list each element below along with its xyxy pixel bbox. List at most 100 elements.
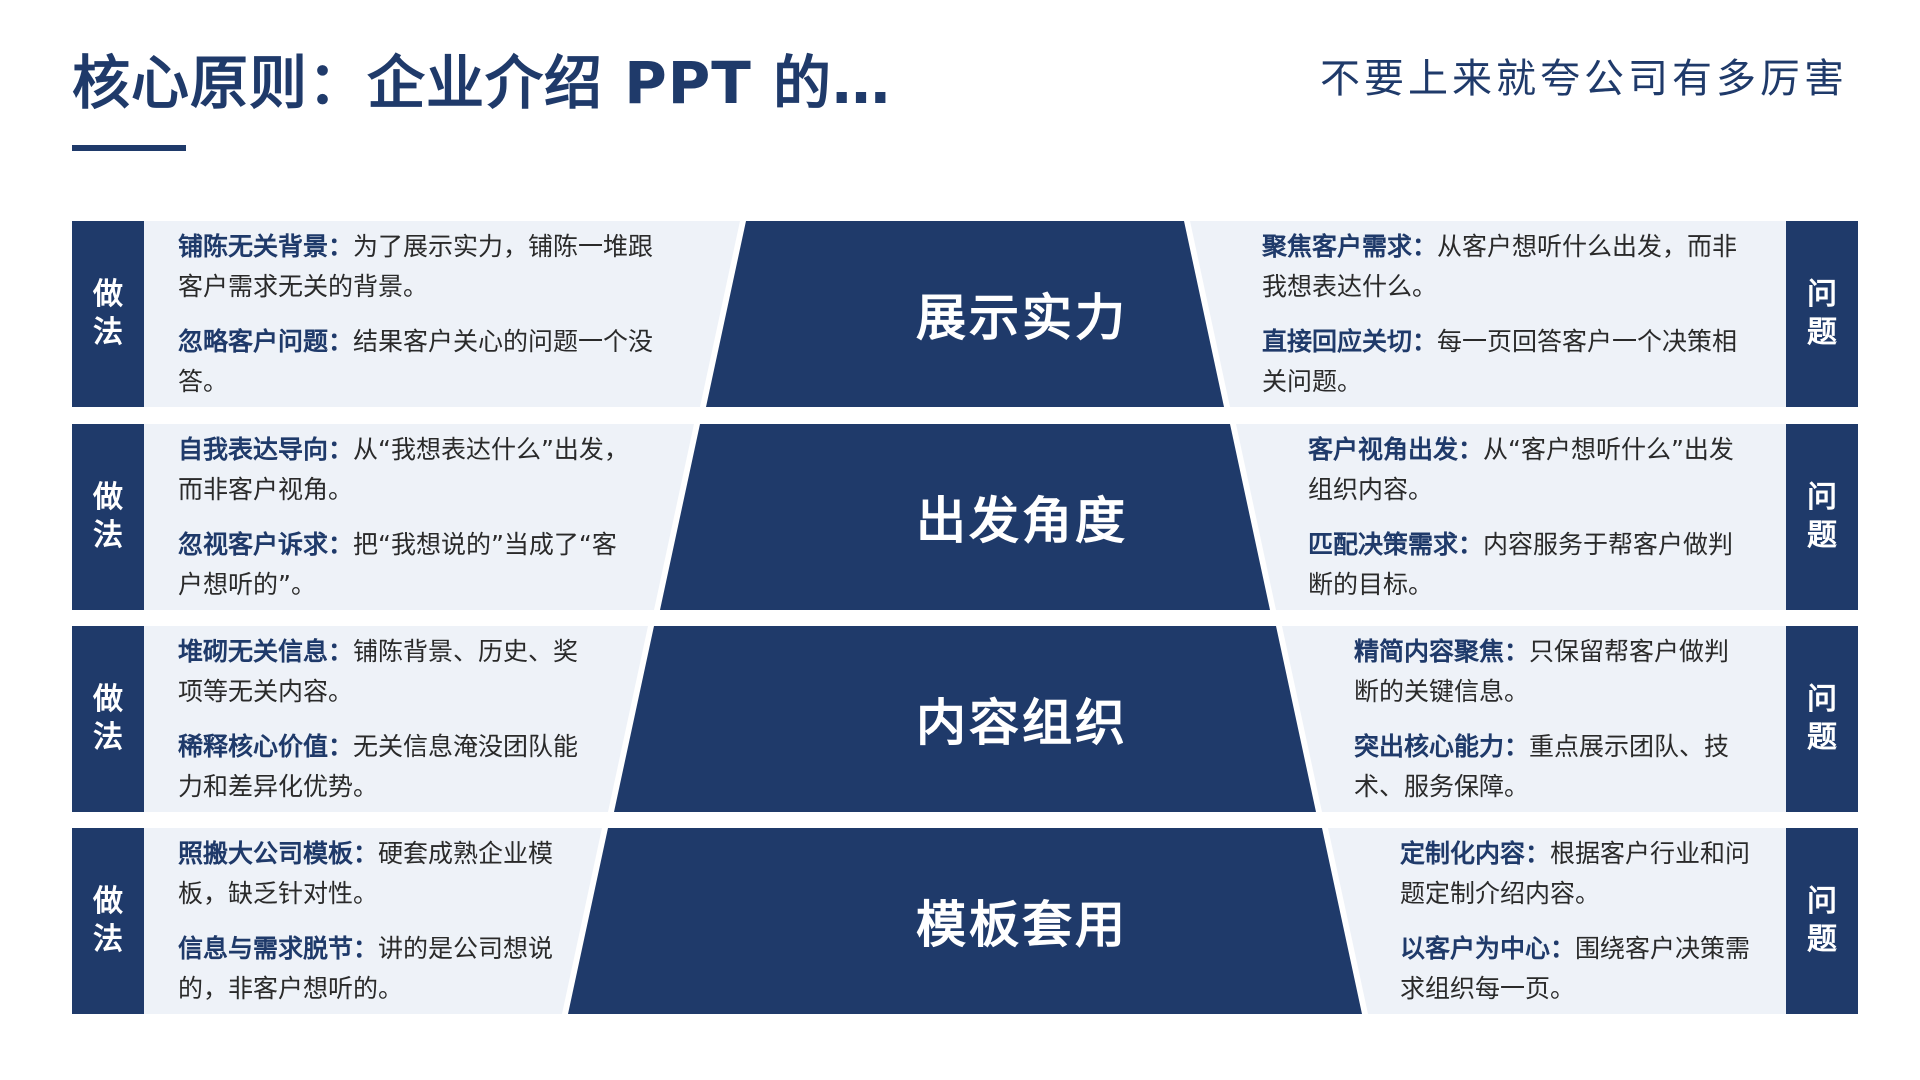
method-item: 铺陈无关背景：为了展示实力，铺陈一堆跟客户需求无关的背景。 bbox=[178, 227, 678, 307]
method-item: 信息与需求脱节：讲的是公司想说的，非客户想听的。 bbox=[178, 929, 558, 1009]
method-tag: 做 法 bbox=[72, 626, 144, 812]
method-item-title: 自我表达导向： bbox=[178, 435, 354, 464]
method-items: 铺陈无关背景：为了展示实力，铺陈一堆跟客户需求无关的背景。 忽略客户问题：结果客… bbox=[178, 221, 678, 407]
problem-items: 客户视角出发：从“客户想听什么”出发组织内容。 匹配决策需求：内容服务于帮客户做… bbox=[1308, 424, 1752, 610]
method-item-title: 堆砌无关信息： bbox=[178, 637, 354, 666]
method-item-text: 为了展示实力，铺陈一堆跟客户需求无关的背景。 bbox=[178, 232, 654, 301]
title-underline bbox=[72, 145, 186, 151]
center-band-svg bbox=[700, 221, 1230, 407]
problem-panel bbox=[1126, 221, 1786, 407]
problem-item-title: 精简内容聚焦： bbox=[1354, 637, 1530, 666]
method-item: 照搬大公司模板：硬套成熟企业模板，缺乏针对性。 bbox=[178, 834, 558, 914]
method-item-title: 忽视客户诉求： bbox=[178, 530, 354, 559]
problem-item-text: 从“客户想听什么”出发组织内容。 bbox=[1308, 435, 1734, 504]
problem-tag-char: 问 bbox=[1807, 682, 1837, 717]
center-band bbox=[706, 221, 1224, 407]
center-title: 内容组织 bbox=[916, 694, 1128, 752]
problem-item: 突出核心能力：重点展示团队、技术、服务保障。 bbox=[1354, 727, 1754, 807]
center-band-svg bbox=[562, 828, 1368, 1014]
method-item: 堆砌无关信息：铺陈背景、历史、奖项等无关内容。 bbox=[178, 632, 598, 712]
method-item: 忽视客户诉求：把“我想说的”当成了“客户想听的”。 bbox=[178, 525, 638, 605]
method-panel bbox=[144, 221, 804, 407]
center-band-svg bbox=[654, 424, 1276, 610]
method-item-text: 把“我想说的”当成了“客户想听的”。 bbox=[178, 530, 617, 599]
method-tag-char: 做 bbox=[93, 682, 123, 717]
problem-item-text: 根据客户行业和问题定制介绍内容。 bbox=[1400, 839, 1751, 908]
center-band-svg bbox=[608, 626, 1322, 812]
problem-tag-char: 题 bbox=[1807, 315, 1837, 350]
problem-item: 客户视角出发：从“客户想听什么”出发组织内容。 bbox=[1308, 430, 1752, 510]
comparison-row: 做 法 展示实力 铺陈无关背景：为了展示实力，铺陈一堆跟客户需求无关的背景。 忽… bbox=[72, 221, 1858, 407]
method-item-text: 讲的是公司想说的，非客户想听的。 bbox=[178, 934, 554, 1003]
comparison-row: 做 法 模板套用 照搬大公司模板：硬套成熟企业模板，缺乏针对性。 信息与需求脱节… bbox=[72, 828, 1858, 1014]
problem-tag: 问 题 bbox=[1786, 626, 1858, 812]
method-tag: 做 法 bbox=[72, 424, 144, 610]
method-item-title: 照搬大公司模板： bbox=[178, 839, 379, 868]
problem-tag-char: 问 bbox=[1807, 480, 1837, 515]
problem-item-title: 直接回应关切： bbox=[1262, 327, 1438, 356]
center-band bbox=[660, 424, 1270, 610]
method-item-title: 稀释核心价值： bbox=[178, 732, 354, 761]
problem-item-text: 每一页回答客户一个决策相关问题。 bbox=[1262, 327, 1738, 396]
problem-item-title: 客户视角出发： bbox=[1308, 435, 1484, 464]
problem-tag: 问 题 bbox=[1786, 221, 1858, 407]
problem-item-title: 聚焦客户需求： bbox=[1262, 232, 1438, 261]
method-panel bbox=[144, 424, 759, 610]
comparison-row: 做 法 出发角度 自我表达导向：从“我想表达什么”出发，而非客户视角。 忽视客户… bbox=[72, 424, 1858, 610]
method-tag-char: 法 bbox=[93, 518, 123, 553]
method-item-text: 铺陈背景、历史、奖项等无关内容。 bbox=[178, 637, 579, 706]
problem-item-title: 匹配决策需求： bbox=[1308, 530, 1484, 559]
center-title: 出发角度 bbox=[916, 492, 1128, 550]
method-items: 堆砌无关信息：铺陈背景、历史、奖项等无关内容。 稀释核心价值：无关信息淹没团队能… bbox=[178, 626, 598, 812]
page-title: 核心原则：企业介绍 PPT 的… bbox=[72, 49, 891, 117]
center-title: 展示实力 bbox=[916, 289, 1128, 347]
method-tag-char: 法 bbox=[93, 315, 123, 350]
problem-tag-char: 问 bbox=[1807, 277, 1837, 312]
method-item-text: 硬套成熟企业模板，缺乏针对性。 bbox=[178, 839, 554, 908]
problem-item-text: 从客户想听什么出发，而非我想表达什么。 bbox=[1262, 232, 1738, 301]
method-item-text: 结果客户关心的问题一个没答。 bbox=[178, 327, 654, 396]
method-item: 忽略客户问题：结果客户关心的问题一个没答。 bbox=[178, 322, 678, 402]
center-title: 模板套用 bbox=[916, 896, 1128, 954]
comparison-row: 做 法 内容组织 堆砌无关信息：铺陈背景、历史、奖项等无关内容。 稀释核心价值：… bbox=[72, 626, 1858, 812]
problem-tag-char: 问 bbox=[1807, 884, 1837, 919]
method-item-text: 无关信息淹没团队能力和差异化优势。 bbox=[178, 732, 579, 801]
problem-item-text: 围绕客户决策需求组织每一页。 bbox=[1400, 934, 1751, 1003]
problem-panel bbox=[1171, 424, 1786, 610]
problem-items: 定制化内容：根据客户行业和问题定制介绍内容。 以客户为中心：围绕客户决策需求组织… bbox=[1400, 828, 1752, 1014]
method-item-title: 铺陈无关背景： bbox=[178, 232, 354, 261]
problem-item: 以客户为中心：围绕客户决策需求组织每一页。 bbox=[1400, 929, 1752, 1009]
problem-items: 精简内容聚焦：只保留帮客户做判断的关键信息。 突出核心能力：重点展示团队、技术、… bbox=[1354, 626, 1754, 812]
method-item: 稀释核心价值：无关信息淹没团队能力和差异化优势。 bbox=[178, 727, 598, 807]
method-item-title: 信息与需求脱节： bbox=[178, 934, 379, 963]
problem-item-text: 重点展示团队、技术、服务保障。 bbox=[1354, 732, 1730, 801]
problem-items: 聚焦客户需求：从客户想听什么出发，而非我想表达什么。 直接回应关切：每一页回答客… bbox=[1262, 221, 1752, 407]
problem-item-title: 以客户为中心： bbox=[1400, 934, 1576, 963]
method-items: 自我表达导向：从“我想表达什么”出发，而非客户视角。 忽视客户诉求：把“我想说的… bbox=[178, 424, 638, 610]
problem-item-text: 只保留帮客户做判断的关键信息。 bbox=[1354, 637, 1730, 706]
problem-tag: 问 题 bbox=[1786, 828, 1858, 1014]
page-subtitle: 不要上来就夸公司有多厉害 bbox=[1320, 56, 1848, 102]
problem-item-title: 突出核心能力： bbox=[1354, 732, 1530, 761]
center-band bbox=[614, 626, 1316, 812]
method-tag: 做 法 bbox=[72, 221, 144, 407]
problem-item: 直接回应关切：每一页回答客户一个决策相关问题。 bbox=[1262, 322, 1752, 402]
method-item-title: 忽略客户问题： bbox=[178, 327, 354, 356]
method-tag: 做 法 bbox=[72, 828, 144, 1014]
method-item-text: 从“我想表达什么”出发，而非客户视角。 bbox=[178, 435, 629, 504]
problem-item-text: 内容服务于帮客户做判断的目标。 bbox=[1308, 530, 1734, 599]
method-tag-char: 法 bbox=[93, 720, 123, 755]
method-items: 照搬大公司模板：硬套成熟企业模板，缺乏针对性。 信息与需求脱节：讲的是公司想说的… bbox=[178, 828, 558, 1014]
problem-tag-char: 题 bbox=[1807, 922, 1837, 957]
problem-tag: 问 题 bbox=[1786, 424, 1858, 610]
method-tag-char: 法 bbox=[93, 922, 123, 957]
problem-item: 精简内容聚焦：只保留帮客户做判断的关键信息。 bbox=[1354, 632, 1754, 712]
problem-item: 聚焦客户需求：从客户想听什么出发，而非我想表达什么。 bbox=[1262, 227, 1752, 307]
method-tag-char: 做 bbox=[93, 884, 123, 919]
problem-tag-char: 题 bbox=[1807, 518, 1837, 553]
center-band bbox=[568, 828, 1362, 1014]
problem-item: 匹配决策需求：内容服务于帮客户做判断的目标。 bbox=[1308, 525, 1752, 605]
method-tag-char: 做 bbox=[93, 277, 123, 312]
problem-item-title: 定制化内容： bbox=[1400, 839, 1551, 868]
